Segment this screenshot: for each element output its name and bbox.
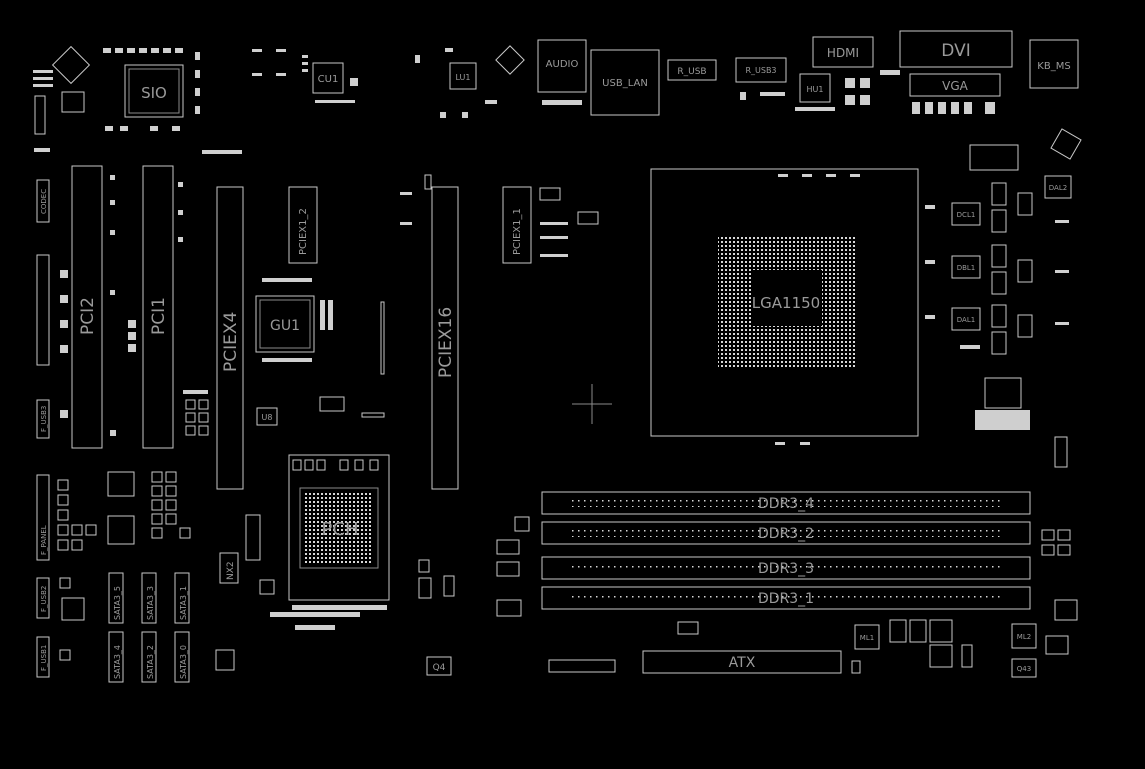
q4-label: Q4 (433, 663, 446, 673)
vga-label: VGA (942, 79, 969, 93)
atx-label: ATX (729, 655, 756, 671)
ddr3-4-slot: DDR3_4 (541, 491, 1031, 515)
dal2-label: DAL2 (1049, 184, 1067, 192)
r-usb-label: R_USB (677, 67, 706, 77)
f-usb2-header: F_USB2 (36, 577, 50, 619)
sata3-5: SATA3_5 (108, 572, 124, 624)
sata3-5-label: SATA3_5 (113, 586, 122, 620)
ddr3-4-label: DDR3_4 (758, 496, 814, 512)
lga1150-label: LGA1150 (752, 294, 820, 312)
crosshair-marker (572, 384, 612, 424)
audio-label: AUDIO (546, 59, 579, 70)
sata3-2-label: SATA3_2 (146, 645, 155, 679)
cu1-chip: CU1 (312, 62, 344, 94)
q43-component: Q43 (1011, 658, 1037, 678)
gu1-chip: GU1 (255, 295, 315, 353)
f-usb2-label: F_USB2 (40, 586, 48, 612)
f-usb3-label: F_USB3 (40, 406, 48, 432)
lu1-label: LU1 (455, 73, 470, 82)
dal2-inductor: DAL2 (1044, 175, 1072, 199)
pciex1-2-label: PCIEX1_2 (298, 208, 309, 255)
ml1-label: ML1 (860, 634, 874, 642)
kb-ms-port: KB_MS (1029, 39, 1079, 89)
pciex4-label: PCIEX4 (221, 312, 241, 372)
pch-label: PCH (322, 519, 359, 540)
atx-power-connector: ATX (642, 650, 842, 674)
q43-label: Q43 (1017, 665, 1031, 673)
pci1-label: PCI1 (149, 297, 169, 335)
sata3-0-label: SATA3_0 (179, 645, 188, 679)
u8-label: U8 (262, 413, 273, 422)
ml2-inductor: ML2 (1011, 623, 1037, 649)
hu1-label: HU1 (807, 85, 824, 94)
dcl1-inductor: DCL1 (951, 202, 981, 226)
dbl1-label: DBL1 (957, 264, 976, 272)
q4-component: Q4 (426, 656, 452, 676)
lga1150-socket: LGA1150 (650, 168, 919, 437)
r-usb3-port: R_USB3 (735, 57, 787, 83)
pciex4-slot: PCIEX4 (216, 186, 244, 490)
dbl1-inductor: DBL1 (951, 255, 981, 279)
ddr3-3-slot: DDR3_3 (541, 556, 1031, 580)
kb-ms-label: KB_MS (1037, 61, 1070, 72)
nx2-label: NX2 (226, 561, 236, 580)
dvi-label: DVI (941, 41, 970, 61)
sata3-1-label: SATA3_1 (179, 586, 188, 620)
sata3-3-label: SATA3_3 (146, 586, 155, 620)
cu1-label: CU1 (318, 74, 339, 85)
pch-chip: PCH (288, 454, 390, 601)
f-usb1-header: F_USB1 (36, 636, 50, 678)
usb-lan-label: USB_LAN (602, 78, 648, 89)
dal1-inductor: DAL1 (951, 307, 981, 331)
gu1-label: GU1 (270, 318, 300, 334)
f-panel-header: F_PANEL (36, 474, 50, 561)
ddr3-1-slot: DDR3_1 (541, 586, 1031, 610)
hu1-chip: HU1 (799, 73, 831, 103)
f-usb1-label: F_USB1 (40, 645, 48, 671)
sata3-4-label: SATA3_4 (113, 645, 122, 679)
sata3-3: SATA3_3 (141, 572, 157, 624)
pci1-slot: PCI1 (142, 165, 174, 449)
hdmi-port: HDMI (812, 36, 874, 68)
dvi-port: DVI (899, 30, 1013, 68)
hdmi-label: HDMI (827, 46, 859, 60)
r-usb-port: R_USB (667, 59, 717, 81)
ml1-inductor: ML1 (854, 624, 880, 650)
r-usb3-label: R_USB3 (745, 66, 776, 75)
pciex1-2-slot: PCIEX1_2 (288, 186, 318, 264)
pci2-label: PCI2 (78, 297, 98, 335)
sio-block: SIO (124, 64, 184, 118)
pciex16-slot: PCIEX16 (431, 186, 459, 490)
vga-port: VGA (909, 73, 1001, 97)
dal1-label: DAL1 (957, 316, 975, 324)
pci2-slot: PCI2 (71, 165, 103, 449)
ml2-label: ML2 (1017, 633, 1031, 641)
pciex16-label: PCIEX16 (436, 307, 456, 378)
f-panel-label: F_PANEL (40, 525, 48, 555)
codec-chip: CODEC (36, 179, 50, 223)
nx2-chip: NX2 (219, 552, 239, 584)
cpu-fan-header (36, 254, 50, 366)
sata3-0: SATA3_0 (174, 631, 190, 683)
ddr3-2-slot: DDR3_2 (541, 521, 1031, 545)
pciex1-1-slot: PCIEX1_1 (502, 186, 532, 264)
f-usb3-header: F_USB3 (36, 399, 50, 439)
pciex1-1-label: PCIEX1_1 (512, 208, 523, 255)
sata3-2: SATA3_2 (141, 631, 157, 683)
sio-label: SIO (141, 84, 167, 102)
codec-label: CODEC (40, 189, 48, 214)
dcl1-label: DCL1 (957, 211, 976, 219)
sata3-4: SATA3_4 (108, 631, 124, 683)
audio-jack: AUDIO (537, 39, 587, 93)
ddr3-2-label: DDR3_2 (758, 526, 814, 542)
lu1-chip: LU1 (449, 62, 477, 90)
ddr3-1-label: DDR3_1 (758, 591, 814, 607)
sata3-1: SATA3_1 (174, 572, 190, 624)
ddr3-3-label: DDR3_3 (758, 561, 814, 577)
usb-lan-port: USB_LAN (590, 49, 660, 116)
